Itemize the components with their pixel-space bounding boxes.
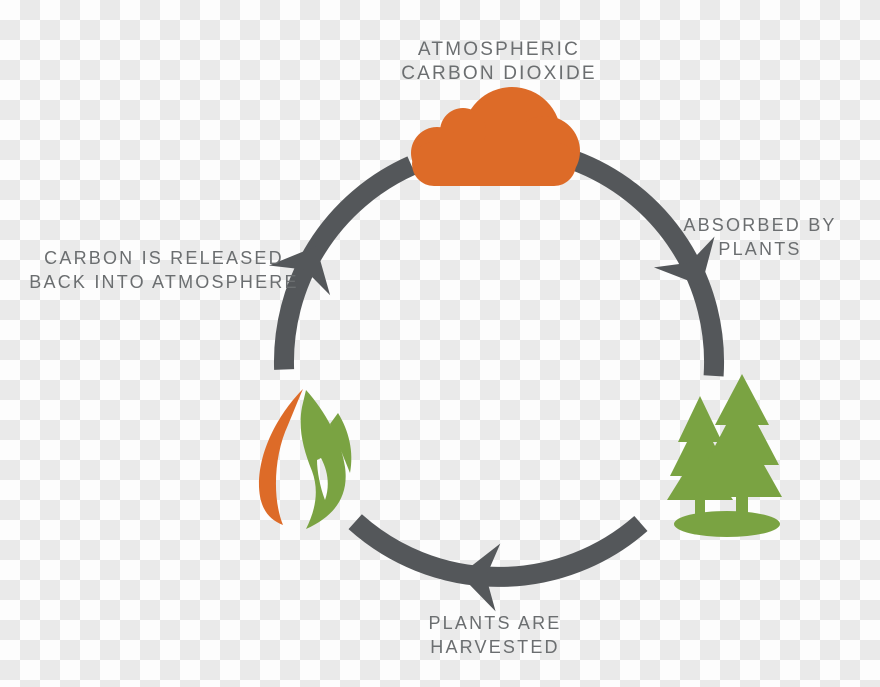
label-atmospheric-co2: ATMOSPHERIC CARBON DIOXIDE	[401, 38, 597, 86]
label-carbon-released: CARBON IS RELEASED BACK INTO ATMOSPHERE	[29, 246, 298, 294]
label-carbon-released-line2: BACK INTO ATMOSPHERE	[29, 272, 299, 292]
pine-trees-icon	[667, 374, 782, 537]
large-tree	[702, 374, 782, 517]
arrowhead-left-icon	[269, 246, 331, 296]
label-atmospheric-co2-line2: CARBON DIOXIDE	[401, 63, 597, 84]
label-plants-harvested-line1: PLANTS ARE	[428, 613, 562, 633]
cycle-arrows	[269, 150, 725, 612]
ground-ellipse	[674, 511, 780, 537]
label-absorbed-by-plants-line2: PLANTS	[718, 239, 802, 259]
label-plants-harvested-line2: HARVESTED	[430, 637, 560, 657]
cycle-arc-bottom	[348, 514, 648, 587]
cycle-arc-top-right	[570, 150, 725, 377]
label-atmospheric-co2-line1: ATMOSPHERIC	[417, 39, 581, 60]
label-plants-harvested: PLANTS ARE HARVESTED	[428, 611, 561, 659]
cloud-icon	[411, 87, 580, 186]
flame-orange-part	[258, 389, 303, 525]
flame-green-part	[300, 390, 346, 529]
label-absorbed-by-plants: ABSORBED BY PLANTS	[683, 213, 836, 261]
flame-icon	[258, 389, 352, 529]
arrowhead-right-icon	[653, 236, 715, 286]
label-absorbed-by-plants-line1: ABSORBED BY	[683, 215, 837, 235]
flame-green-wisp	[330, 413, 352, 473]
label-carbon-released-line1: CARBON IS RELEASED	[44, 248, 284, 268]
arrowhead-bottom-icon	[460, 543, 501, 612]
